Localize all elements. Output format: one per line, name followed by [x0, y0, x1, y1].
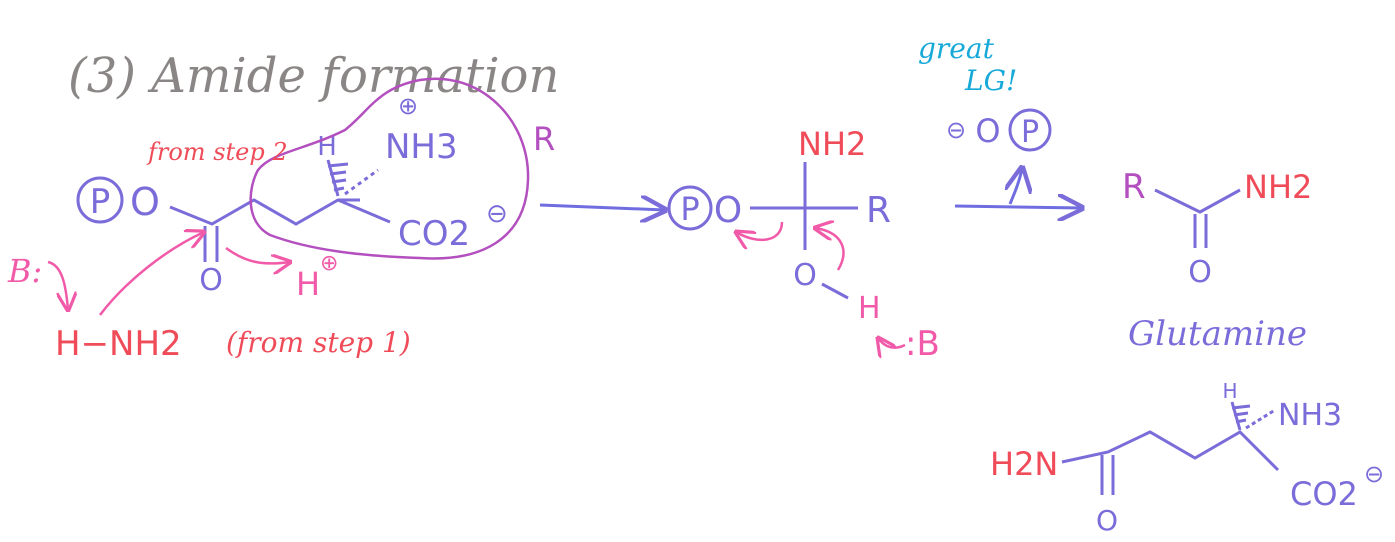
intermediate-hydrogen: H — [858, 291, 881, 326]
leaving-group-phosphate-circle — [1008, 108, 1052, 152]
glutamine-structure: H2N O H NH3 CO2 ⊖ — [990, 379, 1384, 537]
r-group-loop — [249, 77, 530, 260]
carbonyl-oxygen: O — [199, 263, 223, 298]
glutamine-amide-n: H2N — [990, 445, 1058, 483]
intermediate-base: :B — [905, 324, 940, 364]
product-bonds — [1154, 188, 1241, 214]
tetrahedral-intermediate: P O NH2 R O H :B — [667, 125, 940, 364]
glutamine-carboxylate-charge: ⊖ — [1364, 460, 1384, 488]
lg-departure-arrow — [1010, 168, 1022, 205]
product-amide: R NH2 O Glutamine — [1122, 167, 1312, 354]
intermediate-bridging-oxygen: O — [714, 190, 742, 231]
glutamine-ammonium: NH3 — [1278, 398, 1342, 433]
great-lg-note-line2: LG! — [964, 64, 1017, 97]
leaving-group-oxygen: O — [975, 112, 1000, 150]
reactant-molecule: P O O H ⊕ NH3 CO2 ⊖ — [76, 92, 508, 298]
product-amine: NH2 — [1244, 168, 1312, 206]
leaving-group-charge: ⊖ — [946, 116, 966, 144]
proton-arrow — [225, 246, 290, 263]
ammonium-charge: ⊕ — [398, 92, 418, 120]
reaction-arrow-2 — [954, 206, 1082, 208]
oh-bond — [821, 282, 849, 300]
product-r: R — [1122, 167, 1146, 207]
reaction-arrow-1 — [539, 205, 665, 210]
ammonia-molecule: H−NH2 — [55, 324, 182, 364]
from-step1-note: (from step 1) — [226, 326, 411, 359]
bridging-oxygen: O — [130, 180, 160, 224]
carboxylate-group: CO2 — [398, 214, 470, 254]
intermediate-phosphate-label: P — [680, 190, 699, 228]
from-step2-note: from step 2 — [146, 138, 288, 166]
intermediate-amine: NH2 — [798, 125, 866, 163]
glutamine-hydrogen: H — [1222, 379, 1237, 403]
dashed-bond-nh3 — [344, 168, 379, 196]
product-name: Glutamine — [1128, 314, 1307, 354]
base-arrow — [47, 260, 68, 310]
hashed-wedge-bond — [326, 159, 349, 197]
r-group-label: R — [533, 120, 555, 158]
leaving-group-phosphate-label: P — [1021, 115, 1039, 150]
glutamine-backbone — [1061, 430, 1280, 472]
page-title: (3) Amide formation — [68, 48, 559, 104]
product-oxygen: O — [1188, 255, 1212, 290]
released-proton: H — [296, 265, 320, 303]
phosphate-label: P — [90, 182, 111, 222]
nucleophile-arrow — [99, 232, 204, 316]
intermediate-phosphate-circle — [667, 185, 713, 231]
glutamine-carbonyl-oxygen: O — [1096, 504, 1118, 537]
intermediate-bonds — [750, 162, 858, 250]
glutamine-carboxylate: CO2 — [1290, 475, 1358, 513]
glutamine-dashed-bond — [1245, 408, 1276, 430]
carboxylate-charge: ⊖ — [486, 199, 508, 229]
bond-to-carboxylate — [337, 198, 391, 224]
reactant-bonds — [169, 198, 360, 226]
intermediate-r: R — [866, 190, 891, 231]
carbonyl-double-bond — [203, 226, 219, 262]
phosphate-circle — [76, 176, 124, 224]
base-label: B: — [7, 252, 42, 290]
great-lg-note-line1: great — [918, 32, 995, 65]
proton-charge: ⊕ — [320, 251, 338, 276]
deprotonation-arrow — [878, 338, 906, 348]
ammonium-group: NH3 — [385, 127, 458, 167]
glutamine-double-bond — [1100, 455, 1115, 495]
leaving-group-arrow — [736, 221, 784, 240]
intermediate-hydroxyl-oxygen: O — [793, 258, 817, 293]
product-double-bond — [1193, 214, 1208, 248]
reform-carbonyl-arrow — [815, 228, 845, 271]
glutamine-hashed-wedge — [1230, 401, 1251, 431]
